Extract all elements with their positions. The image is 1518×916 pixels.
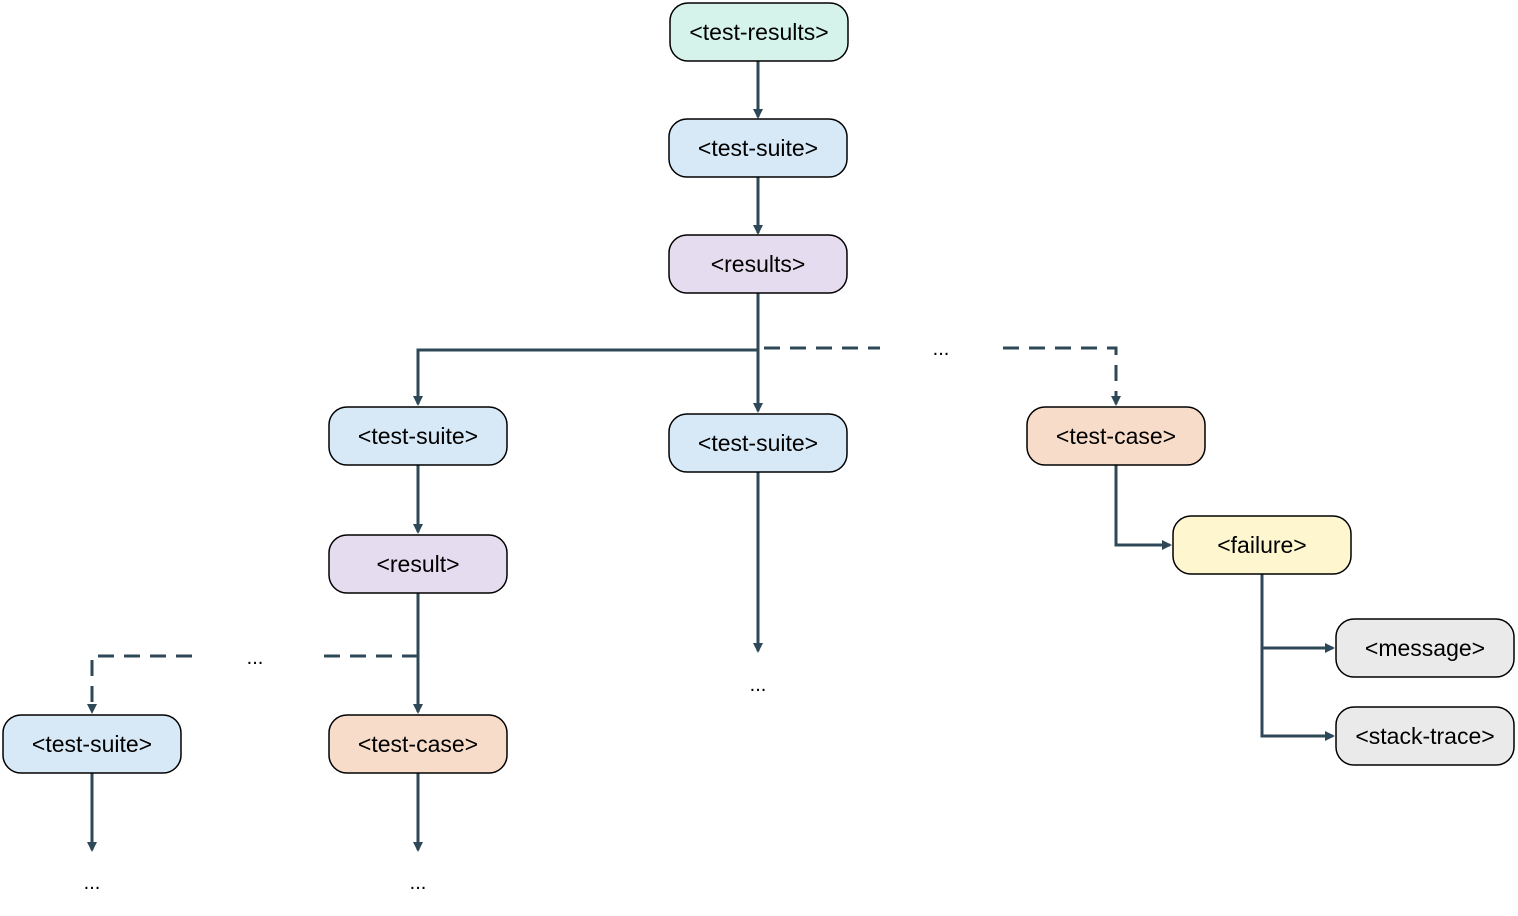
node-box	[1026, 406, 1206, 466]
edge-results-to-test-case-tail	[1003, 346, 1121, 406]
node-test-suite-top: <test-suite>	[668, 118, 848, 178]
node-label: <test-case>	[1056, 423, 1176, 449]
node-box	[2, 714, 182, 774]
node-result: <result>	[328, 534, 508, 594]
node-message: <message>	[1335, 618, 1515, 678]
node-box	[668, 413, 848, 473]
node-stack-trace: <stack-trace>	[1335, 706, 1515, 766]
edge-failure-to-message	[1260, 574, 1335, 653]
node-test-case-right: <test-case>	[1026, 406, 1206, 466]
edges	[87, 61, 1335, 852]
ellipsis-center-suite: ...	[750, 674, 767, 696]
node-label: <result>	[376, 551, 459, 577]
edge-result-to-bottom-suite-tail	[87, 654, 192, 714]
node-label: <results>	[711, 251, 806, 277]
node-label: <test-case>	[358, 731, 478, 757]
node-label: <test-results>	[689, 19, 828, 45]
node-box	[1335, 618, 1515, 678]
node-box	[1335, 706, 1515, 766]
edge-failure-to-stack-trace	[1260, 648, 1335, 741]
edge-test-case-to-failure	[1114, 465, 1172, 550]
node-label: <message>	[1365, 635, 1485, 661]
node-label: <test-suite>	[698, 430, 818, 456]
node-failure: <failure>	[1172, 515, 1352, 575]
node-test-suite-center: <test-suite>	[668, 413, 848, 473]
node-label: <test-suite>	[698, 135, 818, 161]
node-box	[669, 2, 849, 62]
node-box	[328, 406, 508, 466]
ellipsis-results-branch: ...	[933, 338, 950, 360]
node-box	[328, 714, 508, 774]
ellipses: ... ... ... ... ...	[84, 338, 950, 894]
node-test-suite-left: <test-suite>	[328, 406, 508, 466]
node-box	[668, 118, 848, 178]
node-label: <failure>	[1217, 532, 1307, 558]
edge-results-to-left-suite	[413, 348, 758, 406]
node-box	[328, 534, 508, 594]
node-results: <results>	[668, 234, 848, 294]
nodes: <test-results> <test-suite> <results> <t…	[2, 2, 1515, 774]
ellipsis-result-branch: ...	[247, 647, 264, 669]
node-test-suite-bottom-left: <test-suite>	[2, 714, 182, 774]
node-test-case-bottom: <test-case>	[328, 714, 508, 774]
node-test-results-root: <test-results>	[669, 2, 849, 62]
node-label: <stack-trace>	[1355, 723, 1494, 749]
node-label: <test-suite>	[358, 423, 478, 449]
ellipsis-bottom-test-case: ...	[410, 872, 427, 894]
ellipsis-bottom-left-suite: ...	[84, 872, 101, 894]
node-label: <test-suite>	[32, 731, 152, 757]
node-box	[668, 234, 848, 294]
node-box	[1172, 515, 1352, 575]
